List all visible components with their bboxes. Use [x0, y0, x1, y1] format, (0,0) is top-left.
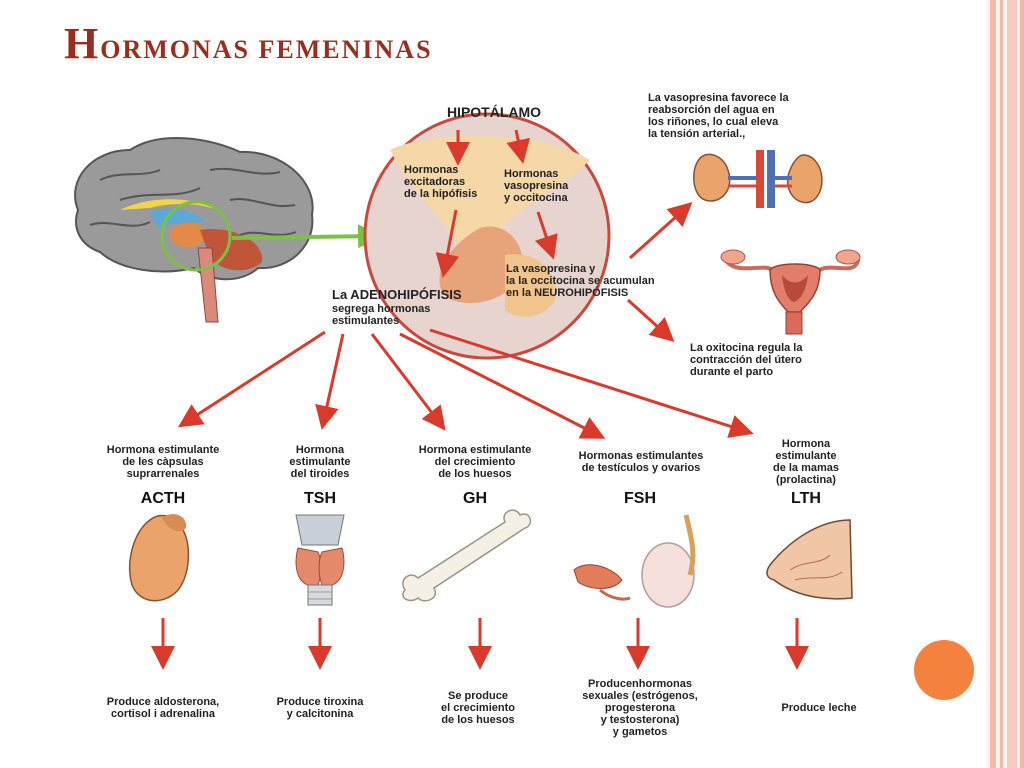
- hormone-code-gh: GH: [463, 490, 487, 507]
- neurohypophysis-text: La vasopresina y la la occitocina se acu…: [506, 263, 655, 299]
- hypothalamus-label: HIPOTÁLAMO: [446, 104, 542, 120]
- breast-icon: [766, 519, 853, 600]
- hormone-desc-acth: Hormona estimulante de les càpsulas supr…: [106, 444, 220, 480]
- diagram-canvas: [74, 112, 861, 670]
- hormone-code-tsh: TSH: [304, 490, 336, 507]
- slide-title: HORMONAS FEMENINAS: [64, 19, 433, 68]
- hypothalamus-left-text: Hormonas excitadoras de la hipófisis: [404, 164, 478, 200]
- vasopressin-note: La vasopresina favorece la reabsorción d…: [648, 92, 789, 140]
- hormone-code-fsh: FSH: [624, 490, 656, 507]
- decorative-circle: [914, 640, 974, 700]
- uterus-icon: [720, 249, 861, 335]
- hypothalamus-right-text: Hormonas vasopresina y occitocina: [504, 168, 569, 204]
- hormone-effect-fsh: Producenhormonas sexuales (estrógenos, p…: [582, 678, 698, 738]
- decorative-frame: [986, 0, 1024, 768]
- hormone-effect-gh: Se produce el crecimiento de los huesos: [441, 690, 515, 726]
- hormone-code-lth: LTH: [791, 490, 821, 507]
- kidneys-icon: [693, 150, 823, 208]
- hormone-effect-acth: Produce aldosterona, cortisol i adrenali…: [106, 696, 220, 720]
- hormone-effect-tsh: Produce tiroxina y calcitonina: [276, 696, 364, 720]
- thyroid-icon: [295, 514, 345, 606]
- brain-icon: [74, 137, 382, 323]
- adrenal-gland-icon: [128, 514, 190, 602]
- hormone-effect-lth: Produce leche: [781, 702, 857, 714]
- gonads-icon: [573, 514, 696, 608]
- hormone-desc-gh: Hormona estimulante del crecimiento de l…: [418, 444, 532, 480]
- bone-icon: [402, 509, 532, 602]
- hormone-desc-tsh: Hormona estimulante del tiroides: [289, 444, 351, 480]
- adenohypophysis-subtitle: segrega hormonas estimulantes: [332, 303, 431, 327]
- oxytocin-note: La oxitocina regula la contracción del ú…: [690, 342, 803, 378]
- hormone-desc-fsh: Hormonas estimulantes de testículos y ov…: [578, 450, 704, 474]
- adenohypophysis-title: La ADENOHIPÓFISIS: [332, 287, 462, 302]
- hormone-code-acth: ACTH: [140, 490, 186, 507]
- hormone-desc-lth: Hormona estimulante de la mamas (prolact…: [772, 438, 840, 486]
- pituitary-zoom: [363, 112, 611, 360]
